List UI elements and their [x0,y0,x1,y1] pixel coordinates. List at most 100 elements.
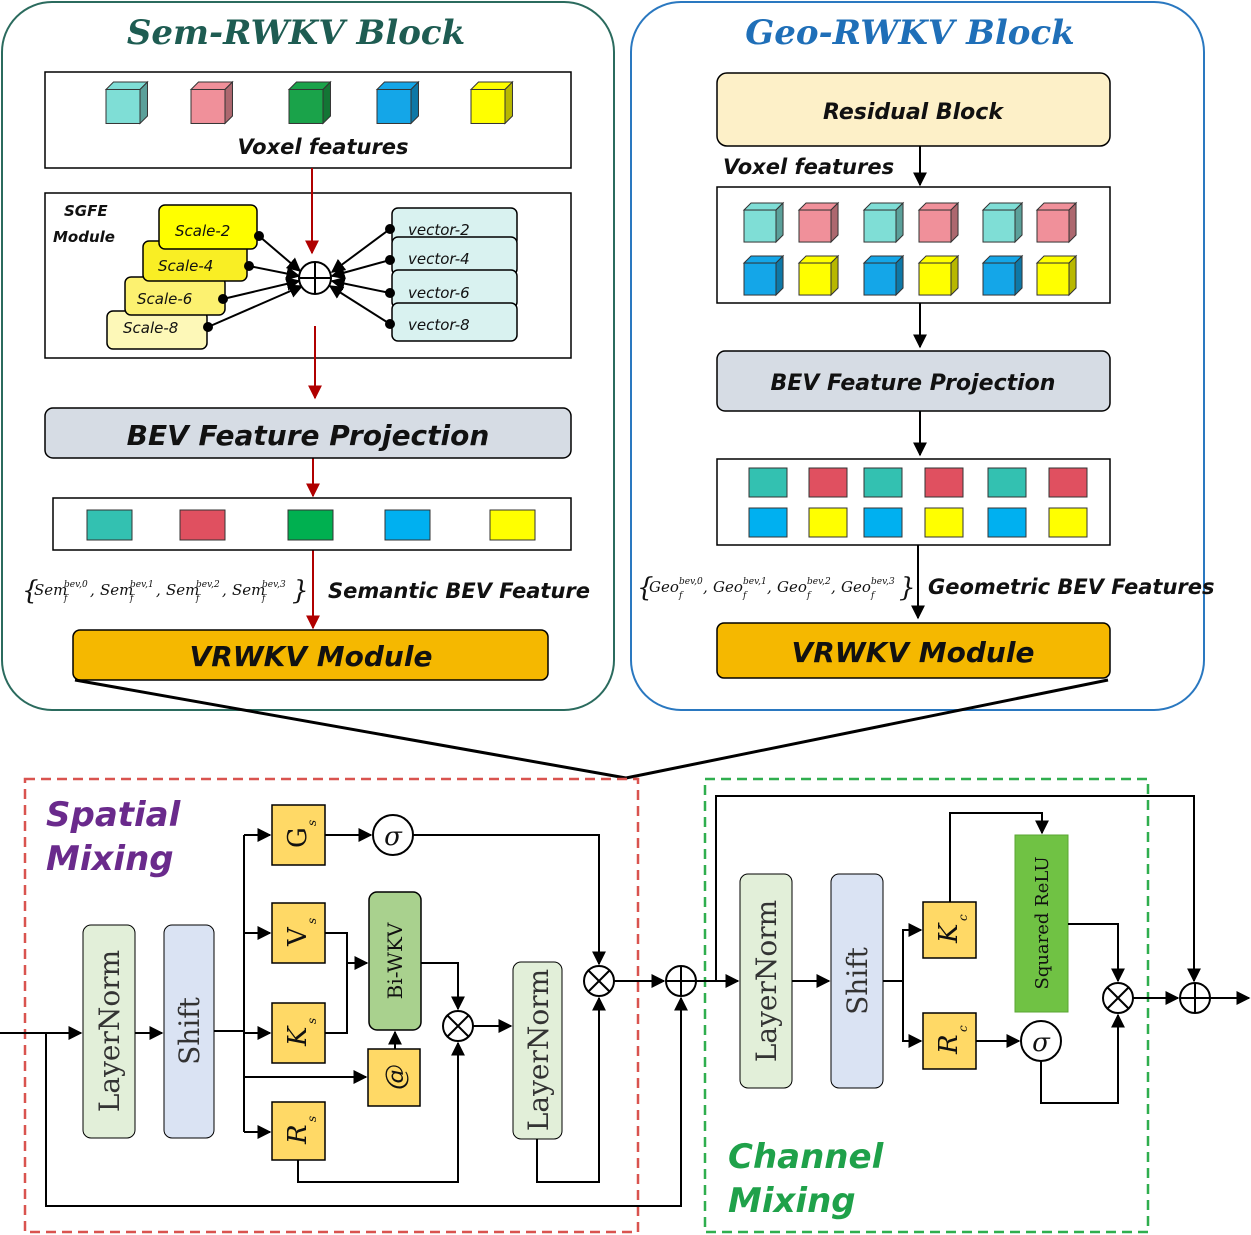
geo-bev-squares [748,467,1088,538]
geo-vrwkv-module-label: VRWKV Module [792,636,1035,669]
sem-bev-squares [86,509,536,541]
sem-set-sup-2: bev,2 [196,580,220,590]
spatial-mixing: Spatial Mixing LayerNorm Shift G s V s K… [0,777,688,1234]
voxel-cube-3 [287,80,332,125]
scale-label-2: Scale-2 [175,222,230,240]
bev-square-4 [384,509,431,541]
spatial-connections [0,828,688,1207]
geo-bev-square-r1-4 [924,467,964,498]
geo-set-sub-3: f [870,591,876,601]
channel-sigma-label: σ [1032,1028,1051,1058]
geo-set-sub-1: f [742,591,748,601]
spatial-layernorm-2-label: LayerNorm [522,969,555,1131]
sgfe-aggregate-plus-icon [298,261,332,295]
sem-set-term-3: Sem [232,581,265,599]
sem-set-term-2: Sem [166,581,199,599]
geo-voxel-cube-r1-6 [1035,201,1078,244]
geo-voxel-cube-r1-1 [742,201,785,244]
spatial-layernorm-label: LayerNorm [93,950,126,1112]
vector-label-8: vector-8 [408,316,470,334]
gate-r-s-sub: s [305,1116,319,1122]
geo-voxel-cube-r2-6 [1035,254,1078,297]
gate-r-c-sub: c [956,1025,970,1032]
scale-label-6: Scale-6 [137,290,192,308]
channel-multiply-icon [1102,982,1134,1014]
sem-set-open-brace: { [22,576,39,606]
gate-g-s [271,804,326,866]
geo-block-title: Geo-RWKV Block [745,13,1075,53]
spatial-mixing-frame [23,777,640,1234]
scale-label-8: Scale-8 [123,319,178,337]
sem-set-sub-1: f [129,594,135,604]
vector-label-4: vector-4 [408,250,470,268]
bi-wkv-label: Bi-WKV [383,922,407,999]
geo-bev-square-r2-3 [863,507,903,538]
bev-square-3 [287,509,334,541]
geo-bev-square-r1-2 [808,467,848,498]
voxel-cube-5 [469,80,514,125]
voxel-cube-1 [104,80,149,125]
sem-set-sup-0: bev,0 [64,580,88,590]
gate-v-s-letter: V [283,926,313,947]
geo-voxel-cube-r2-4 [917,254,960,297]
gate-r-c-letter: R [934,1034,964,1055]
funnel-line-left [74,678,627,780]
vector-label-6: vector-6 [408,284,470,302]
geo-set-sup-0: bev,0 [679,577,703,587]
gate-k-s-sub: s [305,1018,319,1024]
at-operator-label: @ [381,1064,411,1090]
bev-square-1 [86,509,133,541]
sem-vrwkv-module-label: VRWKV Module [190,640,433,673]
residual-add-icon [665,965,697,997]
geo-set-comma-2: , [831,578,836,596]
gate-k-c-letter: K [934,922,964,944]
geo-voxel-label: Voxel features [723,155,894,179]
gate-k-s [271,1002,326,1064]
sem-set-close-brace: } [292,576,309,606]
geo-set-comma-1: , [767,578,772,596]
geo-voxel-cube-r1-3 [862,201,905,244]
gate-r-s-letter: R [283,1124,313,1145]
sem-set-sub-0: f [63,594,69,604]
channel-connections [696,795,1251,1104]
sgfe-connections [203,224,395,332]
geo-residual-label: Residual Block [823,100,1004,125]
bev-square-2 [179,509,226,541]
geo-set-sup-2: bev,2 [807,577,831,587]
geo-voxel-cube-r2-5 [981,254,1024,297]
geo-set-term-3: Geo [841,578,871,596]
geo-bev-projection-label: BEV Feature Projection [771,371,1056,396]
sem-bev-projection-label: BEV Feature Projection [127,419,490,452]
gate-g-s-sub: s [305,820,319,826]
geo-bev-square-r2-5 [987,507,1027,538]
sem-set-comma-0: , [90,581,95,599]
geo-set-term-1: Geo [713,578,743,596]
geo-set-open-brace: { [637,573,654,603]
sem-voxel-cubes [104,80,514,125]
geo-set-sub-2: f [806,591,812,601]
geo-bev-square-r2-4 [924,507,964,538]
geo-bev-square-r2-2 [808,507,848,538]
geo-set-close-brace: } [899,573,916,603]
sgfe-label-1: SGFE [64,202,108,220]
geo-voxel-cube-r2-2 [797,254,840,297]
sem-vrwkv-module [72,629,549,681]
gate-r-s [271,1101,326,1161]
sem-set-comma-1: , [156,581,161,599]
geo-bev-square-r1-1 [748,467,788,498]
sgfe-label-2: Module [53,228,115,246]
geo-voxel-cube-r1-5 [981,201,1024,244]
at-operator-box [367,1048,421,1107]
sem-set-sup-1: bev,1 [130,580,154,590]
spatial-multiply-icon-1 [442,1010,474,1042]
sem-voxel-label: Voxel features [237,135,408,159]
voxel-cube-4 [375,80,420,125]
geo-set-term-2: Geo [777,578,807,596]
geo-voxel-cube-r2-3 [862,254,905,297]
sem-bev-projection [44,407,572,459]
squared-relu-box [1014,834,1069,1013]
geo-voxel-cube-r2-1 [742,254,785,297]
sem-set-sup-3: bev,3 [262,580,286,590]
